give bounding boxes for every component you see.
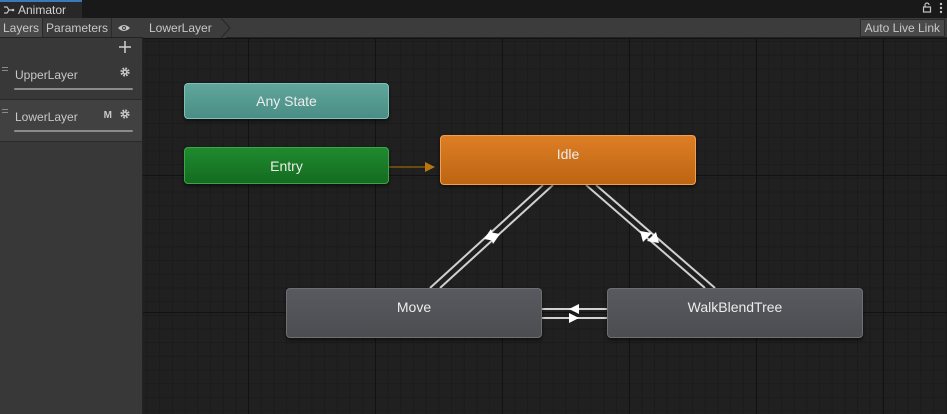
layer-item-lowerlayer[interactable]: LowerLayer M bbox=[0, 100, 142, 142]
gear-icon[interactable] bbox=[119, 108, 131, 120]
state-label: WalkBlendTree bbox=[687, 299, 783, 315]
window-title: Animator bbox=[18, 3, 67, 17]
layer-mask-badge: M bbox=[103, 110, 112, 121]
auto-live-link-button[interactable]: Auto Live Link bbox=[859, 19, 945, 37]
kebab-menu-icon[interactable] bbox=[939, 2, 943, 17]
add-layer-button[interactable] bbox=[118, 40, 132, 54]
breadcrumb-separator-icon bbox=[221, 18, 231, 38]
state-any-state[interactable]: Any State bbox=[184, 83, 389, 119]
drag-handle-icon[interactable] bbox=[2, 109, 8, 113]
layer-item-upperlayer[interactable]: UpperLayer bbox=[0, 58, 142, 100]
layer-name: UpperLayer bbox=[15, 68, 78, 82]
window-titlebar: Animator bbox=[0, 0, 947, 18]
transition-links bbox=[389, 162, 716, 323]
state-move[interactable]: Move bbox=[286, 288, 542, 338]
tab-layers[interactable]: Layers bbox=[0, 18, 44, 37]
layers-panel: UpperLayer LowerLayer M bbox=[0, 38, 143, 414]
transition-entry-idle[interactable] bbox=[389, 162, 435, 172]
state-machine-graph[interactable]: Any State Entry Idle Move WalkBlendTree bbox=[143, 38, 947, 414]
animator-window-tab[interactable]: Animator bbox=[0, 0, 82, 18]
animator-icon bbox=[3, 4, 15, 16]
left-toolbar: Layers Parameters bbox=[0, 18, 143, 38]
breadcrumb: LowerLayer Auto Live Link bbox=[143, 18, 947, 38]
state-idle[interactable]: Idle bbox=[440, 135, 696, 185]
layer-weight-bar bbox=[14, 88, 133, 90]
state-label: Idle bbox=[556, 146, 580, 162]
window-controls bbox=[922, 1, 943, 17]
eye-icon[interactable] bbox=[112, 18, 136, 37]
plus-icon bbox=[119, 41, 131, 53]
breadcrumb-item-lowerlayer[interactable]: LowerLayer bbox=[143, 18, 226, 38]
layer-weight-bar bbox=[14, 130, 133, 132]
lock-icon[interactable] bbox=[922, 2, 932, 16]
state-walkblendtree[interactable]: WalkBlendTree bbox=[607, 288, 863, 338]
state-label: Move bbox=[396, 299, 432, 315]
state-label: Any State bbox=[256, 93, 317, 109]
transition-idle-walkblendtree[interactable] bbox=[585, 184, 716, 289]
tab-parameters[interactable]: Parameters bbox=[43, 18, 113, 37]
state-entry[interactable]: Entry bbox=[184, 147, 389, 184]
layer-name: LowerLayer bbox=[15, 110, 78, 124]
transition-move-walkblendtree[interactable] bbox=[542, 304, 607, 323]
transition-idle-move[interactable] bbox=[429, 184, 554, 289]
drag-handle-icon[interactable] bbox=[2, 67, 8, 71]
state-label: Entry bbox=[270, 157, 303, 174]
gear-icon[interactable] bbox=[119, 66, 131, 78]
